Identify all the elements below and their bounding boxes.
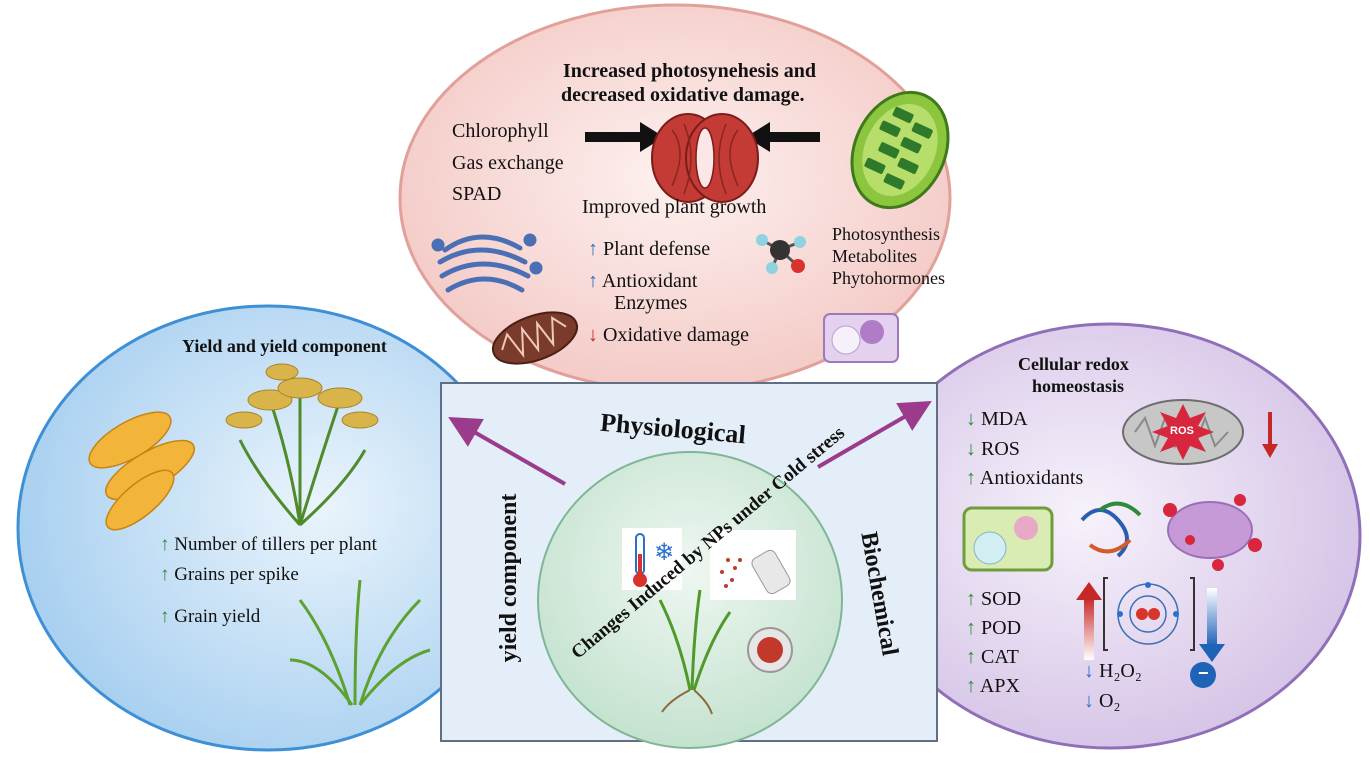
marker-antioxidants: ↑ Antioxidants bbox=[966, 467, 1083, 490]
yield-item-grains: ↑ Grains per spike bbox=[160, 564, 299, 586]
enzyme-sod: ↑ SOD bbox=[966, 588, 1021, 611]
marker-text: MDA bbox=[981, 408, 1028, 430]
rice-plant-icon bbox=[225, 363, 379, 527]
enzyme-text: CAT bbox=[981, 646, 1019, 668]
center-seedling-icon bbox=[658, 589, 732, 715]
seedling-icon bbox=[289, 579, 431, 706]
top-title-line2: decreased oxidative damage. bbox=[561, 84, 805, 106]
mitochondrion-icon bbox=[491, 311, 579, 365]
marker-text: Antioxidants bbox=[979, 467, 1084, 489]
ros-mitochondrion-icon bbox=[1122, 399, 1244, 465]
electron-minus: − bbox=[1198, 663, 1209, 683]
svg-text:❄: ❄ bbox=[654, 538, 674, 566]
enzyme-text: SOD bbox=[981, 588, 1022, 610]
yield-item-text: Grain yield bbox=[174, 606, 261, 627]
enzyme-text: POD bbox=[981, 617, 1022, 639]
top-left-item-spad: SPAD bbox=[452, 183, 502, 205]
protein-icon bbox=[1080, 501, 1142, 558]
arrow-right-black bbox=[585, 122, 664, 152]
effect-enzymes: Enzymes bbox=[614, 292, 688, 314]
species-text: H₂O₂ bbox=[1099, 660, 1142, 682]
yield-title: Yield and yield component bbox=[182, 336, 387, 356]
yield-item-text: Number of tillers per plant bbox=[174, 534, 377, 555]
top-left-item-gas-exchange: Gas exchange bbox=[452, 152, 564, 174]
top-left-item-chlorophyll: Chlorophyll bbox=[452, 120, 549, 142]
effect-text: Antioxidant bbox=[601, 270, 698, 292]
effect-text: Oxidative damage bbox=[603, 324, 750, 346]
down-arrow-icon: ↓ bbox=[1084, 690, 1094, 712]
up-arrow-icon: ↑ bbox=[966, 646, 976, 668]
damaged-cell-icon bbox=[1163, 494, 1262, 571]
top-title-line1: Increased photosynehesis and bbox=[563, 60, 817, 82]
nanoparticle-icon bbox=[747, 627, 793, 673]
enzyme-cat: ↑ CAT bbox=[966, 646, 1019, 669]
effect-plant-defense: ↑ Plant defense bbox=[588, 238, 710, 261]
marker-text: ROS bbox=[981, 438, 1020, 460]
species-h2o2: ↓ H₂O₂ bbox=[1084, 660, 1142, 683]
marker-ros: ↓ ROS bbox=[966, 438, 1020, 461]
up-arrow-icon: ↑ bbox=[966, 675, 976, 697]
up-arrow-icon: ↑ bbox=[160, 606, 170, 627]
golgi-icon bbox=[431, 233, 543, 293]
enzyme-apx: ↑ APX bbox=[966, 675, 1020, 698]
enzyme-pod: ↑ POD bbox=[966, 617, 1021, 640]
effect-oxidative-damage: ↓ Oxidative damage bbox=[588, 324, 749, 347]
redox-title-line1: Cellular redox bbox=[1018, 354, 1129, 374]
up-arrow-icon: ↑ bbox=[160, 564, 170, 585]
marker-mda: ↓ MDA bbox=[966, 408, 1028, 431]
yield-item-tillers: ↑ Number of tillers per plant bbox=[160, 534, 377, 556]
down-arrow-icon: ↓ bbox=[1084, 660, 1094, 682]
effect-text: Plant defense bbox=[603, 238, 711, 260]
improved-growth-label: Improved plant growth bbox=[582, 196, 767, 218]
up-arrow-icon: ↑ bbox=[966, 467, 976, 489]
yield-component-label: yield component bbox=[496, 493, 522, 663]
up-arrow-icon: ↑ bbox=[588, 270, 598, 292]
effect-antioxidant: ↑ Antioxidant bbox=[588, 270, 697, 293]
superoxide-icon bbox=[1103, 577, 1195, 651]
down-gradient-arrow bbox=[1207, 588, 1217, 646]
plant-cell-icon bbox=[823, 313, 899, 363]
yield-item-grain-yield: ↑ Grain yield bbox=[160, 606, 260, 628]
enzyme-text: APX bbox=[979, 675, 1020, 697]
up-arrow-icon: ↑ bbox=[160, 534, 170, 555]
electron-badge bbox=[1190, 662, 1216, 688]
top-right-item-phytohormones: Phytohormones bbox=[832, 268, 946, 288]
top-right-item-metabolites: Metabolites bbox=[832, 246, 917, 266]
up-arrow-icon: ↑ bbox=[966, 588, 976, 610]
arrow-to-yield bbox=[448, 417, 566, 486]
down-arrow-icon: ↓ bbox=[966, 408, 976, 430]
up-arrow-icon: ↑ bbox=[588, 238, 598, 260]
molecule-icon bbox=[756, 234, 806, 274]
chloroplast-icon bbox=[850, 90, 950, 210]
rice-grains-icon bbox=[88, 411, 195, 531]
green-cell-icon bbox=[962, 506, 1054, 572]
thermometer-icon: ❄ bbox=[622, 528, 682, 590]
top-right-item-photosynthesis: Photosynthesis bbox=[832, 224, 941, 244]
species-text: O₂ bbox=[1099, 690, 1121, 712]
spray-bottle-icon bbox=[710, 530, 796, 600]
species-o2: ↓ O₂ bbox=[1084, 690, 1120, 713]
center-circle bbox=[537, 451, 843, 749]
yield-item-text: Grains per spike bbox=[174, 564, 299, 585]
arrow-to-biochemical bbox=[816, 400, 932, 469]
down-arrow-icon: ↓ bbox=[966, 438, 976, 460]
arrow-left-black bbox=[746, 122, 820, 152]
stomata-icon bbox=[651, 113, 759, 203]
ros-label: ROS bbox=[1170, 425, 1194, 437]
redox-title-line2: homeostasis bbox=[1032, 376, 1125, 396]
down-arrow-icon: ↓ bbox=[588, 324, 598, 346]
up-gradient-arrow bbox=[1084, 598, 1094, 660]
up-arrow-icon: ↑ bbox=[966, 617, 976, 639]
